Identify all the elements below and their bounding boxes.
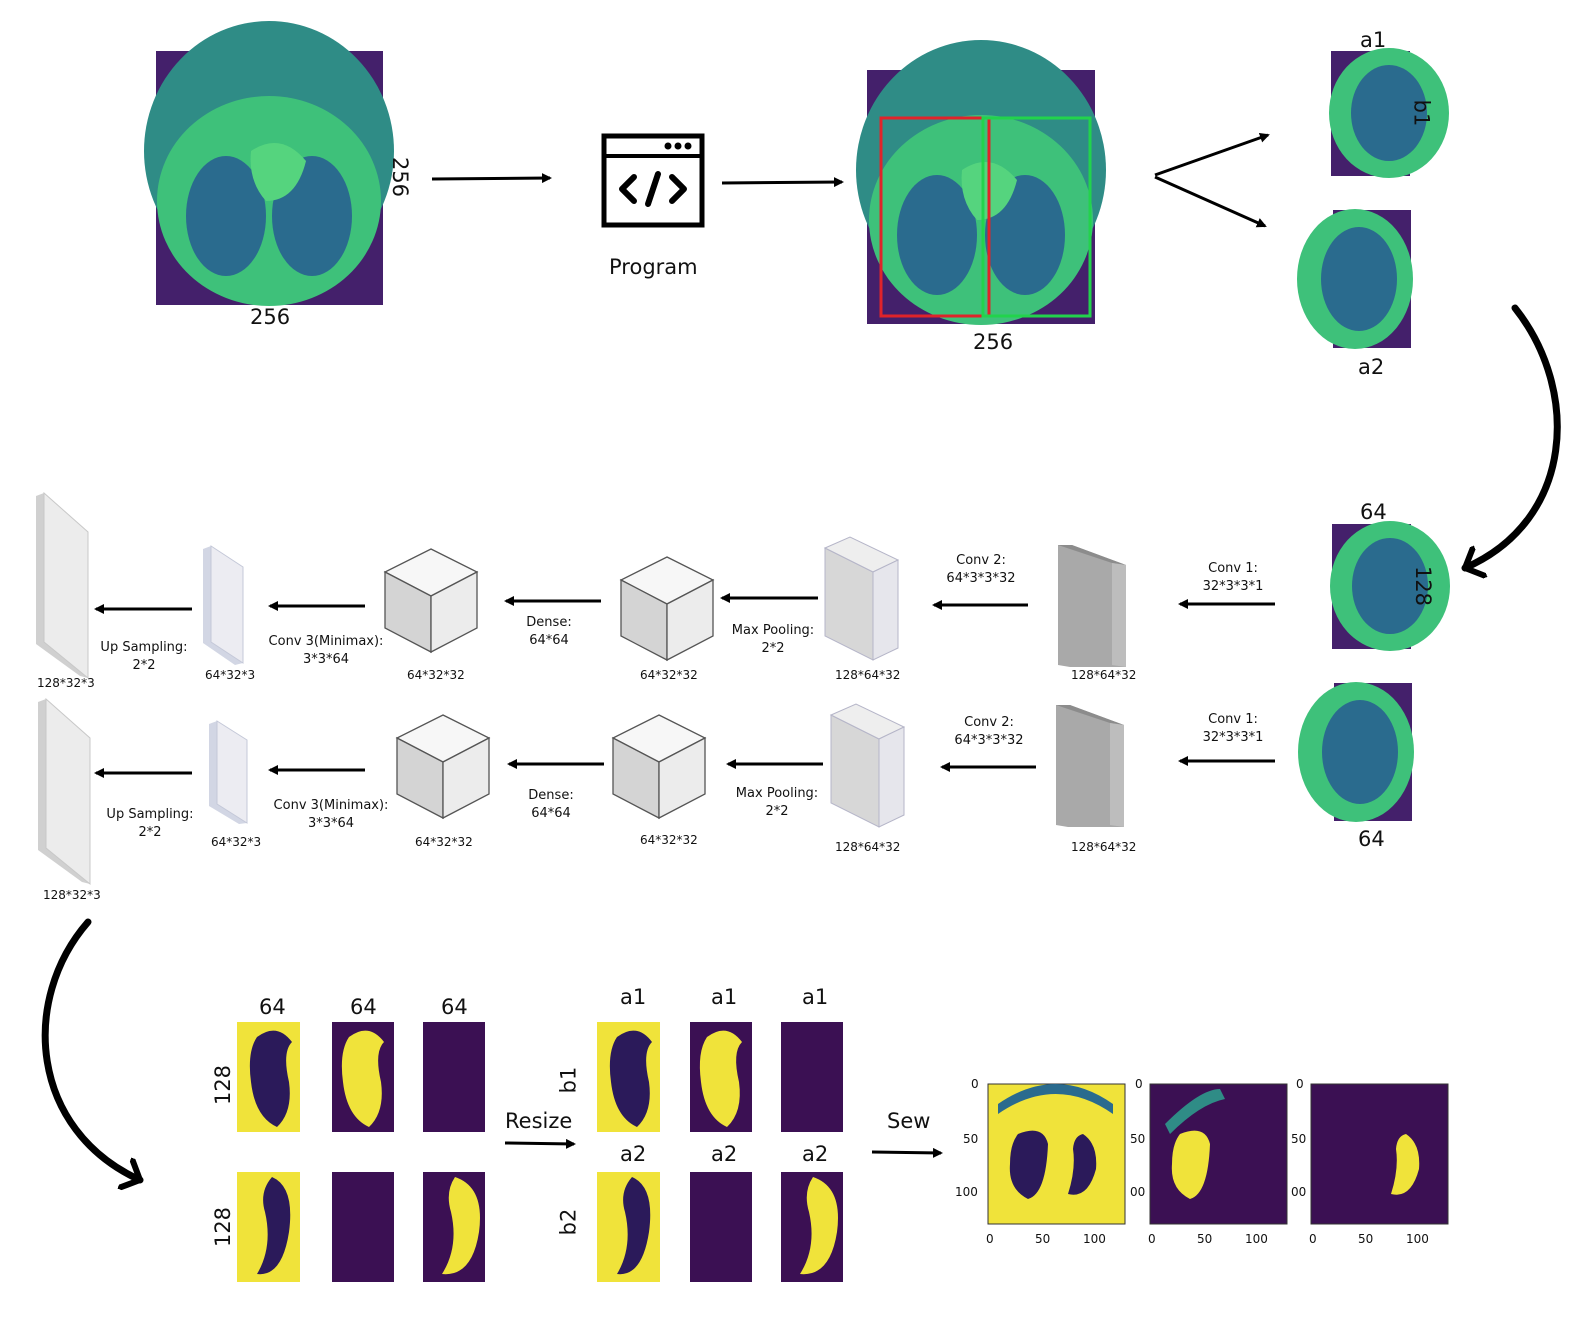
conv3-out-row2: 64*32*3 [211, 835, 262, 849]
resized-row-label-2: b2 [556, 1208, 581, 1236]
plot2-ytick-0: 0 [1135, 1077, 1143, 1091]
conv3-label-row1: Conv 3(Minimax): 3*3*64 [268, 634, 384, 667]
split-ct-image [856, 40, 1106, 325]
green-crop-box [981, 116, 1092, 318]
plot2-ytick-50: 50 [1130, 1132, 1146, 1146]
plot2-xtick-50: 50 [1197, 1232, 1213, 1246]
output-mask-grid [237, 1022, 485, 1282]
dense-label-row2: Dense: 64*64 [528, 788, 574, 821]
conv2-out-row1: 128*64*32 [835, 668, 901, 682]
dense-label-row1: Dense: 64*64 [526, 615, 572, 648]
pool-label-row2: Max Pooling: 2*2 [735, 786, 819, 819]
upsample-out-row1: 128*32*3 [37, 676, 95, 690]
plot1-ytick-100: 100 [955, 1185, 978, 1199]
conv2-block-row2 [829, 703, 906, 828]
piece2-bottom-label: a2 [1358, 355, 1385, 379]
out-col-label-3: 64 [441, 995, 468, 1019]
conv3-slab-row1 [203, 545, 244, 665]
sewn-plot-3 [1310, 1083, 1449, 1225]
dense-out-row2: 64*32*32 [415, 835, 473, 849]
pool-label-row1: Max Pooling: 2*2 [731, 623, 815, 656]
resized-mid-label-3: a2 [802, 1142, 829, 1166]
plot1-ytick-0: 0 [971, 1077, 979, 1091]
resized-top-label-3: a1 [802, 985, 829, 1009]
conv1-block-row2 [1056, 705, 1124, 827]
program-label: Program [609, 255, 698, 279]
plot2-xtick-100: 100 [1245, 1232, 1268, 1246]
out-col-label-1: 64 [259, 995, 286, 1019]
red-crop-box [879, 116, 991, 318]
dense-cube-row1 [383, 548, 479, 654]
conv1-label-row1: Conv 1: 32*3*3*1 [1202, 561, 1264, 594]
upsample-label-row1: Up Sampling: 2*2 [100, 640, 188, 673]
resized-mid-label-1: a2 [620, 1142, 647, 1166]
upsample-out-row2: 128*32*3 [43, 888, 101, 902]
conv1-block-row1 [1058, 545, 1126, 667]
dense-out-row1: 64*32*32 [407, 668, 465, 682]
plot3-ytick-0: 0 [1296, 1077, 1304, 1091]
plot3-xtick-100: 100 [1406, 1232, 1429, 1246]
resized-mid-label-2: a2 [711, 1142, 738, 1166]
upsample-slab-row1 [36, 491, 89, 680]
out-col-label-2: 64 [350, 995, 377, 1019]
net-input2-bottom-label: 64 [1358, 827, 1385, 851]
resize-label: Resize [505, 1109, 573, 1133]
resized-row-label-1: b1 [556, 1066, 581, 1094]
plot1-xtick-50: 50 [1035, 1232, 1051, 1246]
conv3-slab-row2 [209, 720, 248, 824]
upsample-slab-row2 [38, 697, 91, 886]
sewn-plot-1 [987, 1083, 1126, 1225]
conv3-label-row2: Conv 3(Minimax): 3*3*64 [273, 798, 389, 831]
resized-top-label-2: a1 [711, 985, 738, 1009]
conv3-out-row1: 64*32*3 [205, 668, 256, 682]
resized-mask-grid [597, 1022, 843, 1282]
input-width-label: 256 [250, 305, 291, 329]
resized-top-label-1: a1 [620, 985, 647, 1009]
pool-out-row2: 64*32*32 [640, 833, 698, 847]
piece1-top-label: a1 [1360, 28, 1387, 52]
sew-label: Sew [887, 1109, 931, 1133]
net-input2-image [1298, 682, 1414, 822]
conv1-label-row2: Conv 1: 32*3*3*1 [1202, 712, 1264, 745]
conv1-out-row1: 128*64*32 [1071, 668, 1137, 682]
upsample-label-row2: Up Sampling: 2*2 [106, 807, 194, 840]
plot2-xtick-0: 0 [1148, 1232, 1156, 1246]
pool-out-row1: 64*32*32 [640, 668, 698, 682]
net-input1-top-label: 64 [1360, 500, 1387, 524]
piece2-image [1297, 209, 1413, 349]
conv2-label-row2: Conv 2: 64*3*3*32 [954, 715, 1024, 748]
split-width-label: 256 [973, 330, 1014, 354]
net-input1-image [1330, 521, 1450, 651]
code-window-icon [601, 133, 705, 228]
dense-cube-row2 [395, 714, 491, 820]
plot3-ytick-100: 00 [1291, 1185, 1307, 1199]
plot3-xtick-0: 0 [1309, 1232, 1317, 1246]
plot3-ytick-50: 50 [1291, 1132, 1307, 1146]
plot1-xtick-0: 0 [986, 1232, 994, 1246]
plot1-xtick-100: 100 [1083, 1232, 1106, 1246]
plot3-xtick-50: 50 [1358, 1232, 1374, 1246]
input-ct-image [144, 21, 394, 306]
conv2-out-row2: 128*64*32 [835, 840, 901, 854]
conv2-label-row1: Conv 2: 64*3*3*32 [946, 553, 1016, 586]
pool-cube-row2 [611, 714, 707, 820]
conv1-out-row2: 128*64*32 [1071, 840, 1137, 854]
plot1-ytick-50: 50 [963, 1132, 979, 1146]
conv2-block-row1 [823, 536, 900, 661]
piece1-image [1329, 48, 1449, 178]
pool-cube-row1 [619, 556, 715, 662]
sewn-plot-2 [1149, 1083, 1288, 1225]
plot2-ytick-100: 00 [1130, 1185, 1146, 1199]
